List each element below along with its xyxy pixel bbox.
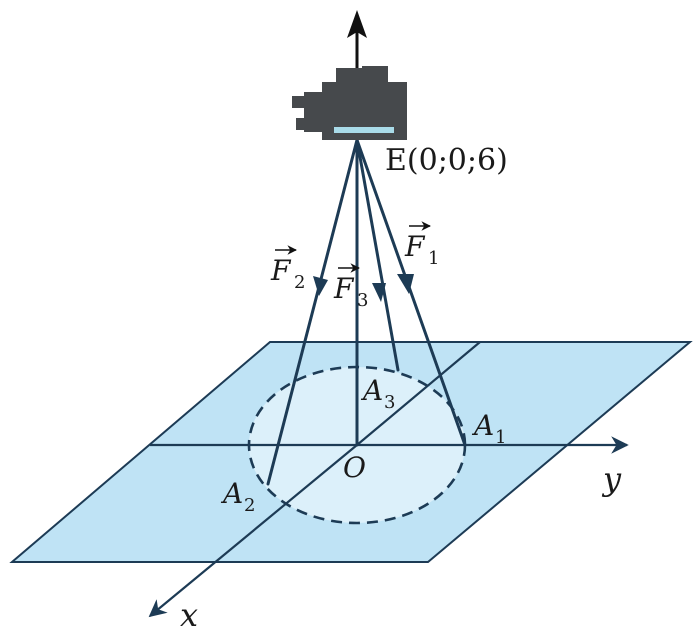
up-arrow-icon xyxy=(347,10,367,38)
rod-E-A3 xyxy=(355,138,400,372)
label-force-3: F 3 xyxy=(333,263,368,311)
svg-text:1: 1 xyxy=(495,427,506,448)
label-axis-x: x xyxy=(180,596,198,633)
x-axis xyxy=(148,444,358,618)
svg-text:1: 1 xyxy=(428,248,439,269)
force-1-arrowhead xyxy=(397,274,414,294)
svg-text:2: 2 xyxy=(294,272,305,293)
label-force-1: F 1 xyxy=(404,221,439,269)
rod-E-A1 xyxy=(355,138,467,447)
svg-text:F: F xyxy=(333,272,355,305)
rod-E-A2 xyxy=(266,138,359,486)
label-camera-point: E(0;0;6) xyxy=(385,143,508,178)
label-point-1: A 1 xyxy=(471,409,506,448)
svg-text:3: 3 xyxy=(357,290,368,311)
svg-text:A: A xyxy=(220,477,243,510)
svg-text:3: 3 xyxy=(384,392,395,413)
svg-text:A: A xyxy=(360,374,383,407)
label-axis-y: y xyxy=(601,460,622,498)
svg-text:F: F xyxy=(404,230,426,263)
svg-text:A: A xyxy=(471,409,494,442)
svg-text:F: F xyxy=(270,254,292,287)
label-point-3: A 3 xyxy=(360,374,395,413)
plane-line-x-upper xyxy=(356,341,481,446)
force-3-arrowhead xyxy=(372,283,386,302)
svg-text:2: 2 xyxy=(244,495,255,516)
force-2-arrowhead xyxy=(313,276,328,296)
label-origin: O xyxy=(343,451,366,484)
label-point-2: A 2 xyxy=(220,477,255,516)
label-force-2: F 2 xyxy=(270,245,305,293)
video-camera-icon xyxy=(292,66,407,140)
